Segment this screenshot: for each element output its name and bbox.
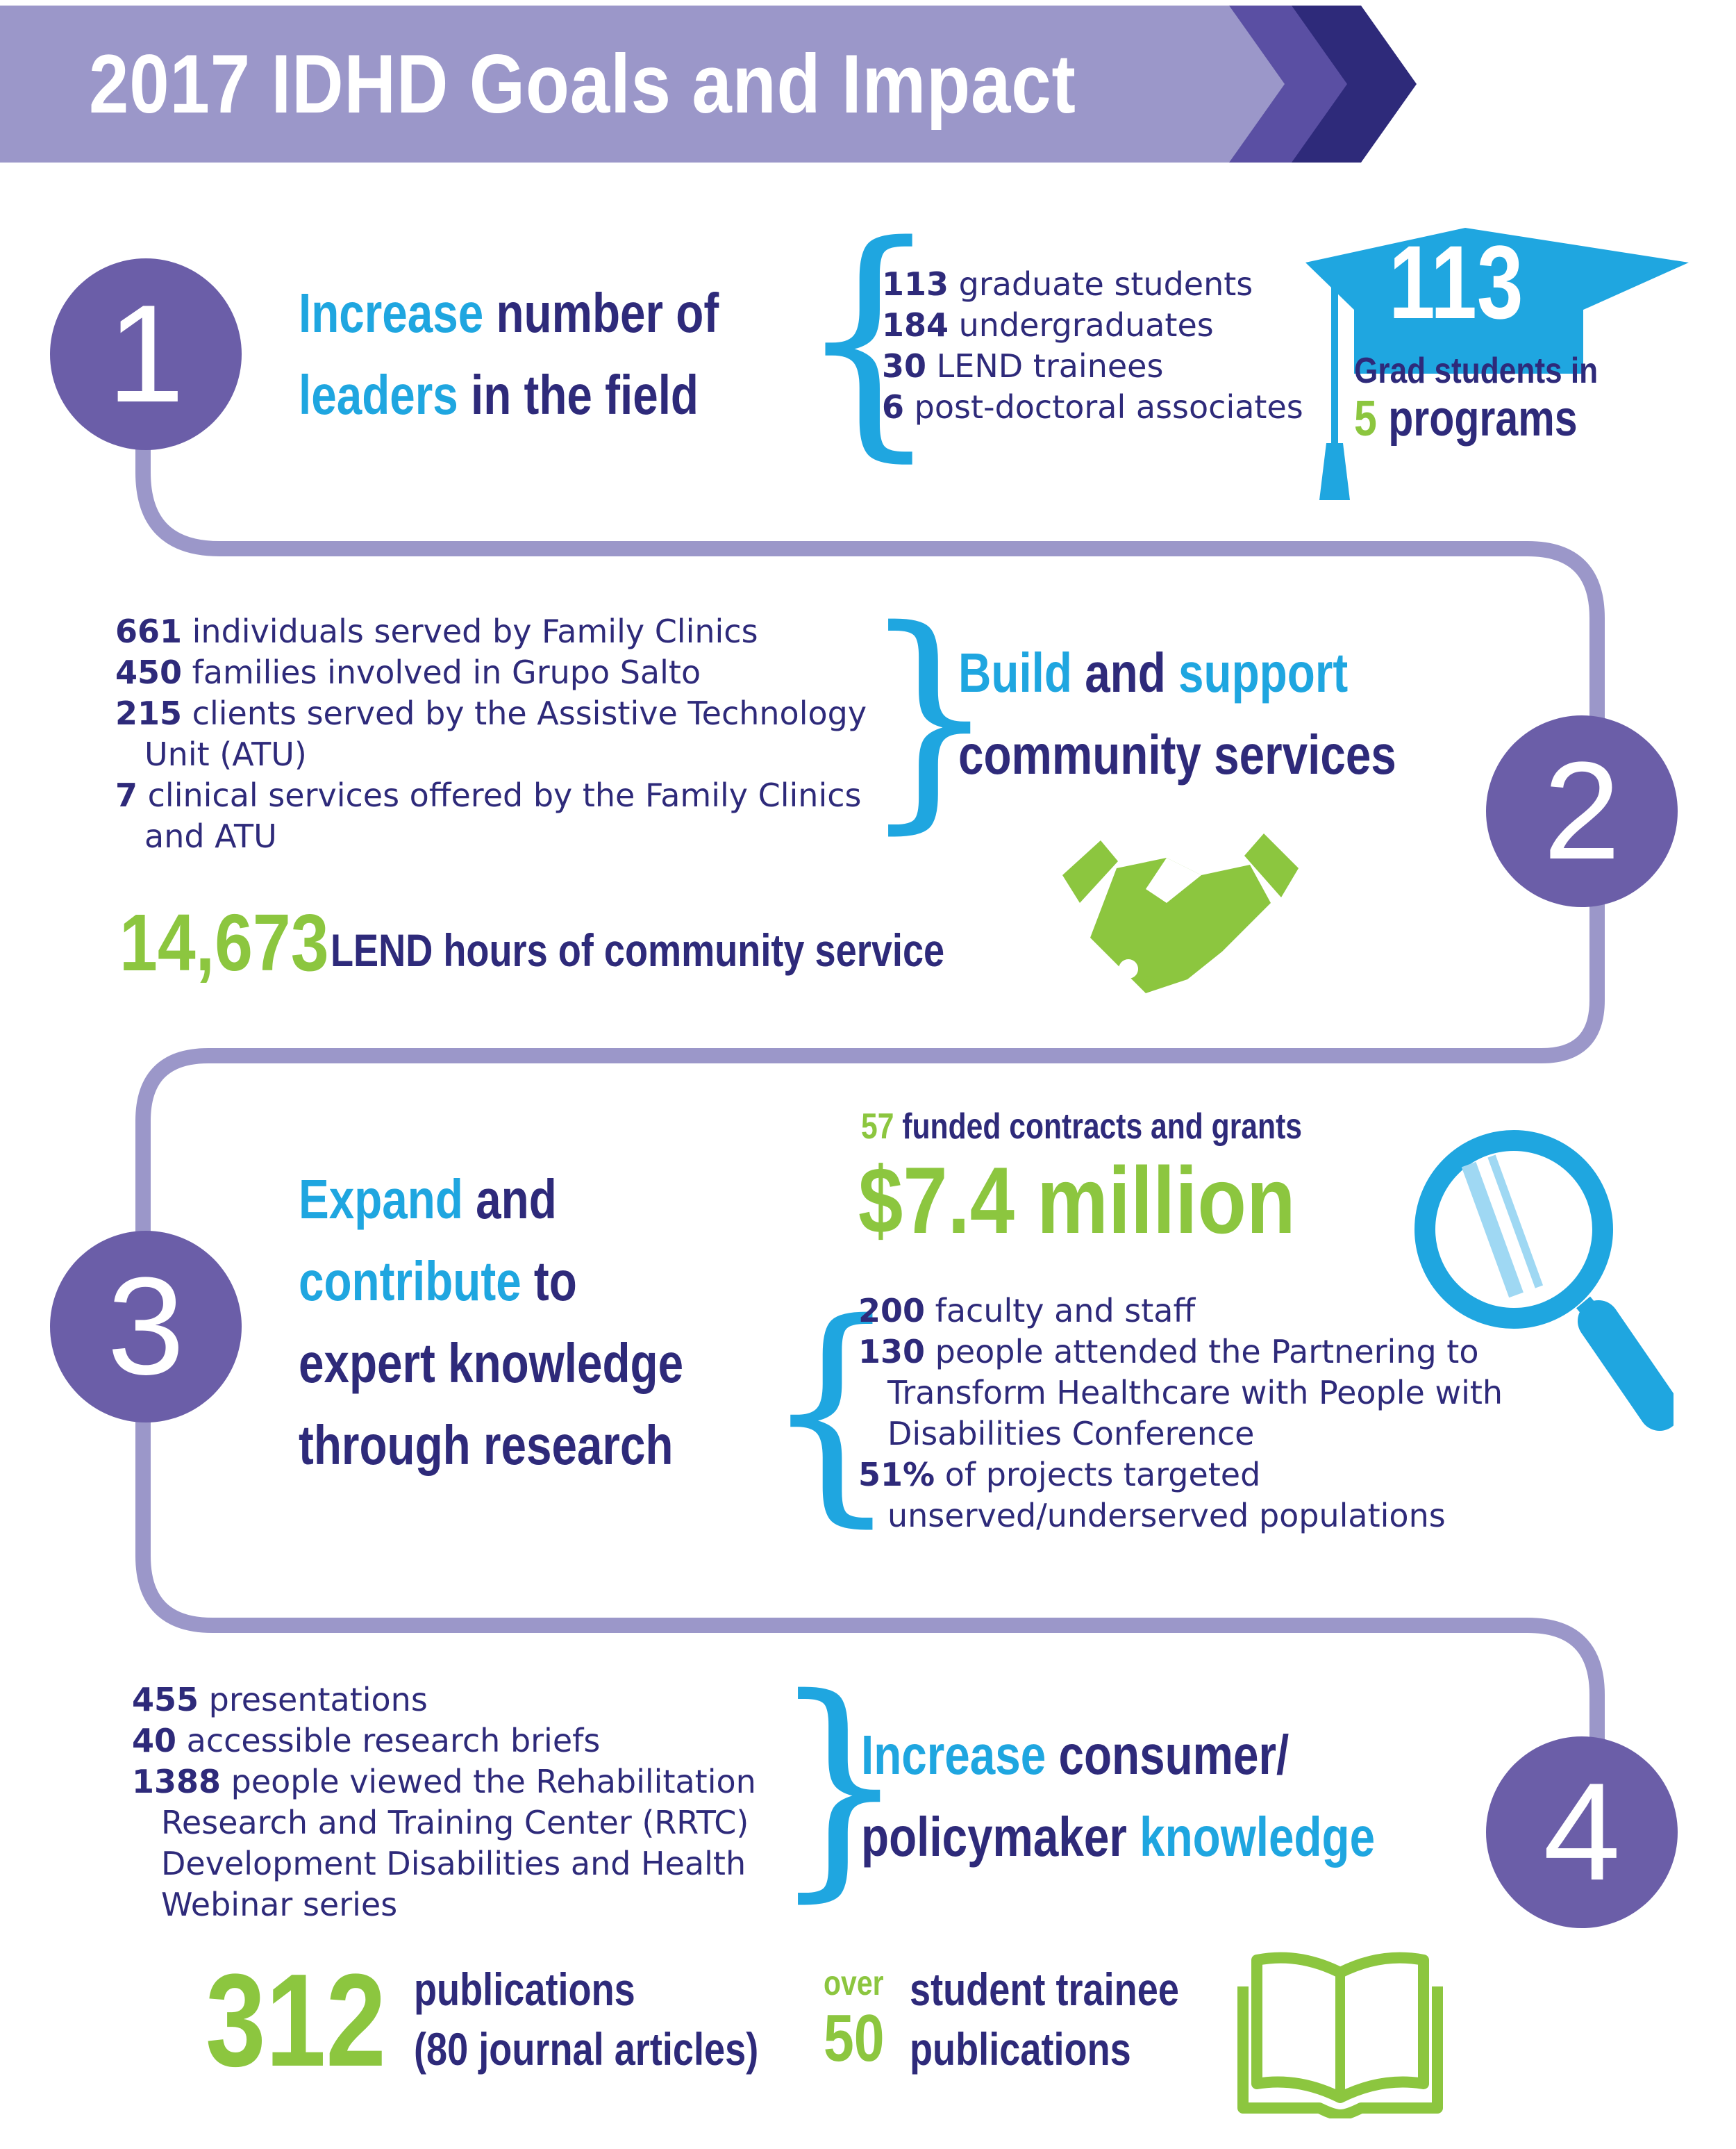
stat-value: 113 [882,265,949,303]
goal-1-brace: { [797,192,941,483]
stat-value: 184 [882,306,949,344]
over-label: over [824,1964,884,2002]
goal4-stat-row: Development Disabilities and Health [132,1843,756,1884]
stat-value: 7 [115,777,138,814]
goal-3-number: 3 [50,1231,242,1422]
goal-3-title-line2: contribute to [299,1250,577,1312]
goal3-stat-row: unserved/underserved populations [858,1495,1503,1536]
goal4-stat-row: Webinar series [132,1884,756,1925]
goal3-stat-row: 200 faculty and staff [858,1291,1503,1331]
title-banner [0,6,1417,163]
goal-4-title-line1: Increase consumer/ [861,1724,1290,1786]
goal-1-number: 1 [50,258,242,450]
goal-1-title-line2: leaders in the field [299,364,699,426]
stat-text: Webinar series [161,1886,398,1923]
stat-text: and ATU [144,818,277,855]
stat-value: 130 [858,1333,926,1370]
stat-text: presentations [199,1681,428,1718]
goal-3-brace: { [764,1272,899,1548]
lend-hours-value: 14,673 [119,897,329,988]
stat-text: Development Disabilities and Health [161,1845,746,1882]
goal1-stat-row: 6 post-doctoral associates [882,387,1303,428]
stat-text: individuals served by Family Clinics [182,613,758,650]
goal4-stat-row: 40 accessible research briefs [132,1720,756,1761]
stat-text: post-doctoral associates [904,388,1303,426]
stat-value: 51% [858,1456,935,1493]
stat-text: clinical services offered by the Family … [137,777,862,814]
goal-2-title-line1: Build and support [958,642,1349,704]
goal1-stat-row: 30 LEND trainees [882,346,1303,387]
cap-number: 113 [1389,224,1524,340]
stat-text: people viewed the Rehabilitation [221,1763,756,1800]
stat-text: undergraduates [949,306,1214,344]
trainee-line2: publications [910,2023,1131,2075]
goal3-stat-row: Disabilities Conference [858,1413,1503,1454]
stat-text: Transform Healthcare with People with [887,1374,1503,1411]
goal-2-title-line2: community services [958,724,1396,786]
goal2-stat-row: 450 families involved in Grupo Salto [115,652,867,693]
goal-3-title-line1: Expand and [299,1168,557,1230]
goal-4-number: 4 [1486,1736,1678,1928]
goal-3-title-line3: expert knowledge [299,1332,684,1394]
stat-text: Research and Training Center (RRTC) [161,1804,749,1841]
goal2-stat-row: 7 clinical services offered by the Famil… [115,775,867,816]
stat-text: accessible research briefs [176,1722,601,1759]
goal2-stat-row: and ATU [115,816,867,857]
funded-grants: 57 funded contracts and grants [861,1106,1302,1147]
handshake-icon [1062,833,1299,993]
goal4-stat-row: 455 presentations [132,1679,756,1720]
stat-text: LEND trainees [926,347,1164,385]
goal-4-title-line2: policymaker knowledge [861,1806,1376,1868]
stat-value: 6 [882,388,905,426]
stat-value: 661 [115,613,183,650]
goal3-stat-row: 51% of projects targeted [858,1454,1503,1495]
stat-value: 40 [132,1722,177,1759]
stat-value: 455 [132,1681,199,1718]
graduation-cap-icon [1305,228,1689,500]
stat-value: 450 [115,654,183,691]
stat-text: families involved in Grupo Salto [182,654,701,691]
goal1-stat-row: 184 undergraduates [882,305,1303,346]
goal-2-number: 2 [1486,715,1678,907]
cap-line2: 5 programs [1354,391,1578,447]
stat-text: graduate students [949,265,1253,303]
stat-text: faculty and staff [925,1292,1196,1329]
page-title: 2017 IDHD Goals and Impact [89,38,1076,131]
goal3-stat-row: Transform Healthcare with People with [858,1372,1503,1413]
goal4-stat-row: 1388 people viewed the Rehabilitation [132,1761,756,1802]
stat-text: of projects targeted [935,1456,1261,1493]
publications-value: 312 [206,1947,386,2094]
over-value: 50 [824,2001,885,2075]
publications-line2: (80 journal articles) [414,2023,759,2075]
lend-hours-label: LEND hours of community service [331,924,945,976]
stat-text: Disabilities Conference [887,1415,1255,1452]
stat-value: 1388 [132,1763,222,1800]
funding-amount: $7.4 million [858,1147,1296,1253]
goal2-stat-row: Unit (ATU) [115,734,867,775]
goal1-stat-row: 113 graduate students [882,264,1303,305]
stat-text: unserved/underserved populations [887,1497,1446,1534]
magnifying-glass-icon [1414,1130,1674,1431]
stat-value: 215 [115,695,183,732]
stat-text: people attended the Partnering to [925,1333,1479,1370]
goal-1-title-line1: Increase number of [299,282,719,344]
open-book-icon [1237,1952,1443,2118]
stat-value: 30 [882,347,927,385]
stat-text: clients served by the Assistive Technolo… [182,695,867,732]
goal4-stat-row: Research and Training Center (RRTC) [132,1802,756,1843]
trainee-line1: student trainee [910,1964,1179,2015]
goal3-stat-row: 130 people attended the Partnering to [858,1331,1503,1372]
goal2-stat-row: 215 clients served by the Assistive Tech… [115,693,867,734]
goal-2-stats: 661 individuals served by Family Clinics… [115,611,867,857]
goal2-stat-row: 661 individuals served by Family Clinics [115,611,867,652]
cap-line1: Grad students in [1354,351,1599,391]
publications-line1: publications [414,1964,635,2015]
stat-value: 200 [858,1292,926,1329]
stat-text: Unit (ATU) [144,736,307,773]
goal-3-title-line4: through research [299,1414,674,1476]
